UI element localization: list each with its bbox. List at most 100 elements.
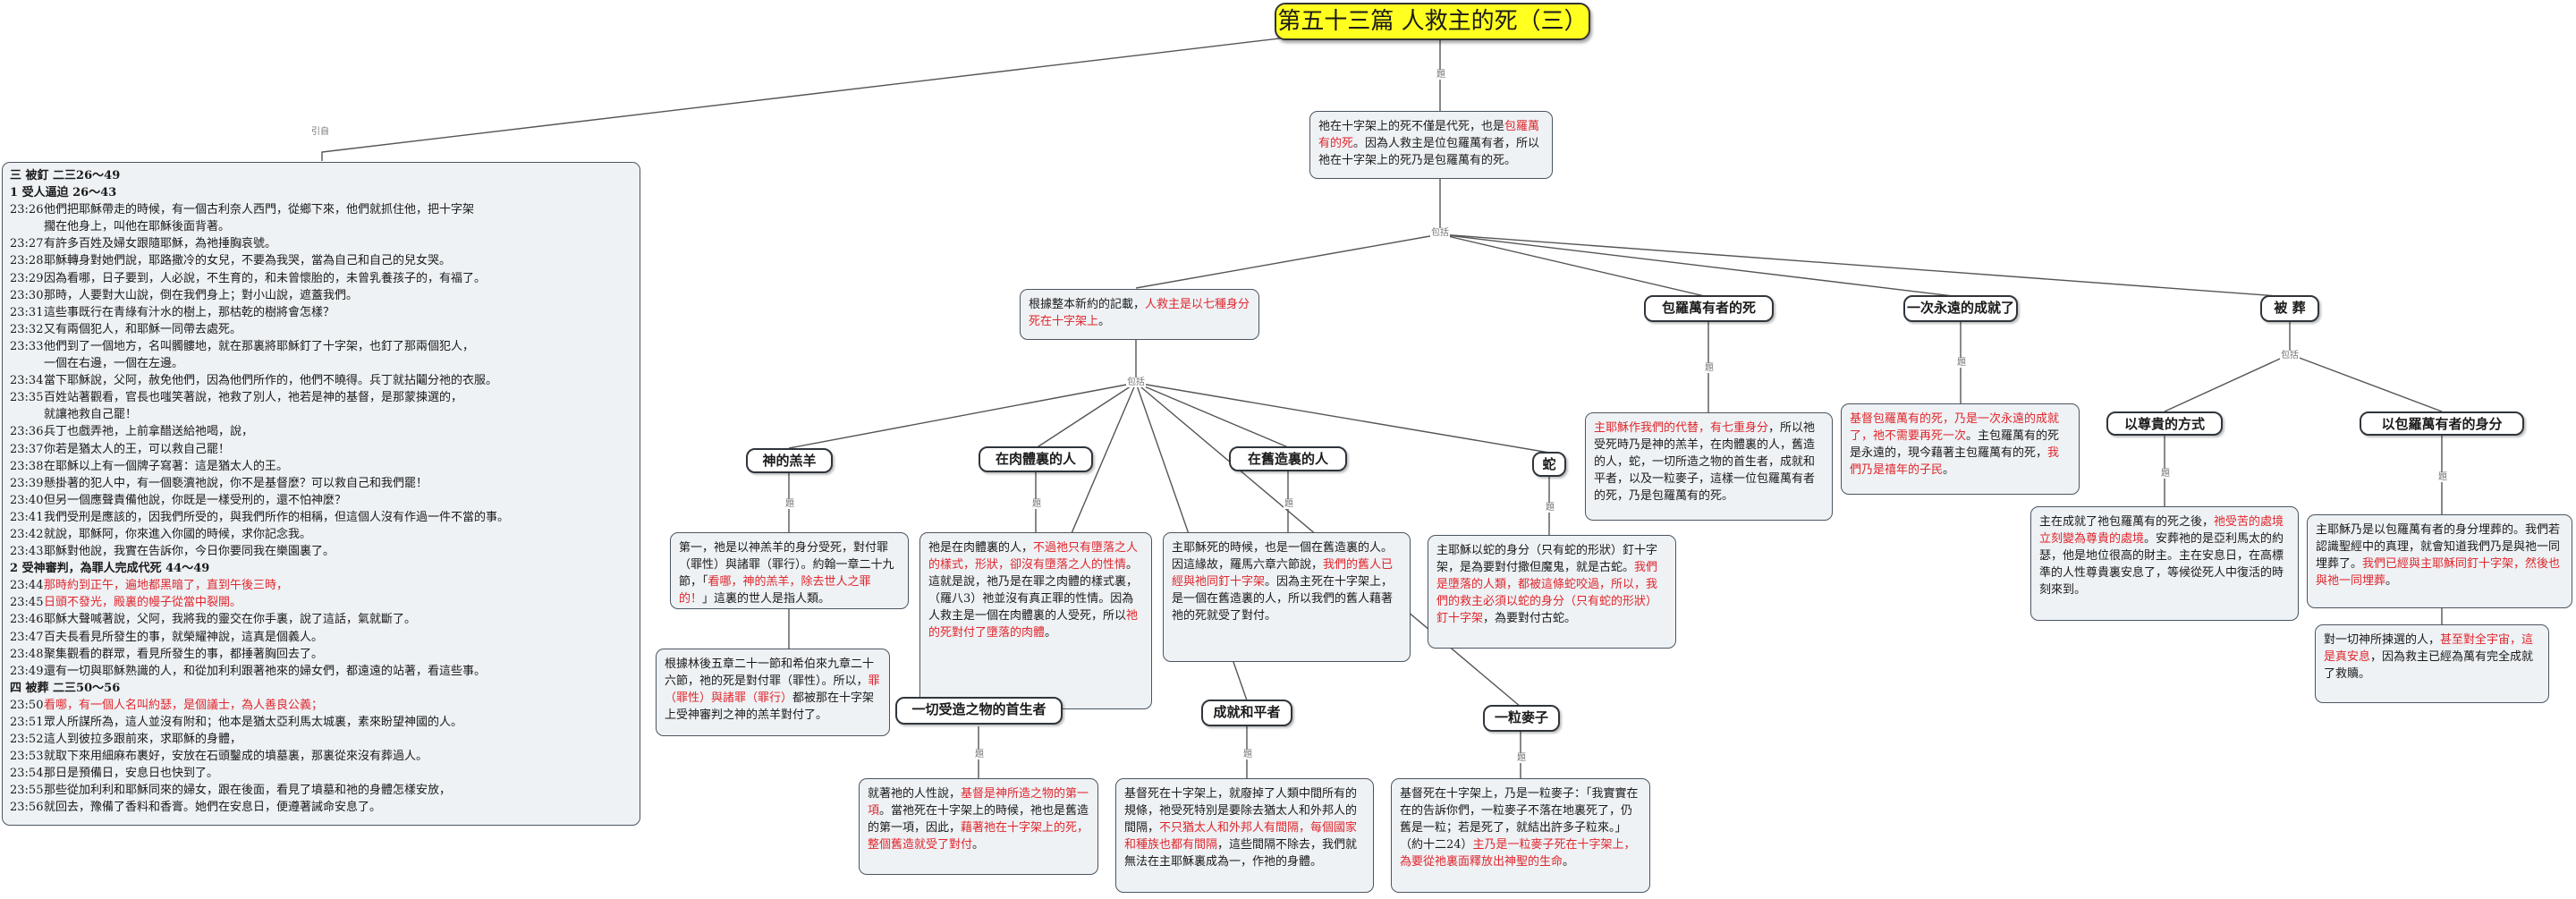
link-label-baokuo: 包括	[2280, 351, 2300, 360]
verse-number: 23:26	[10, 203, 44, 217]
topic-baoluo[interactable]: 包羅萬有者的死	[1644, 295, 1774, 322]
scripture-verse-line: 23:41我們受刑是應該的，因我們所受的，與我們所作的相稱，但這個人沒有作過一件…	[10, 509, 632, 526]
scripture-verse-line: 23:42就說，耶穌阿，你來進入你國的時候，求你記念我。	[10, 526, 632, 543]
verse-number: 23:54	[10, 767, 44, 781]
note-jiuzao[interactable]: 主耶穌死的時候，也是一個在舊造裏的人。因這緣故，羅馬六章六節說，我們的舊人已經與…	[1163, 532, 1411, 662]
verse-text: 這些事既行在青綠有汁水的樹上，那枯乾的樹將會怎樣？	[44, 305, 335, 319]
topic-shousheng[interactable]: 一切受造之物的首生者	[895, 697, 1063, 725]
verse-number: 23:34	[10, 374, 44, 388]
note-routi[interactable]: 祂是在肉體裏的人，不過祂只有墮落之人的樣式，形狀，卻沒有墮落之人的性情。這就是說…	[919, 532, 1152, 709]
topic-yici[interactable]: 一次永遠的成就了	[1903, 295, 2018, 322]
note-shenyang-2[interactable]: 根據林後五章二十一節和希伯來九章二十六節，祂的死是對付罪（罪性）。所以，罪（罪性…	[656, 649, 890, 736]
verse-number: 23:47	[10, 630, 44, 644]
scripture-verse-line: 23:47百夫長看見所發生的事，就榮耀神說，這真是個義人。	[10, 629, 632, 646]
link-label-ti: 題	[784, 499, 795, 509]
verse-text: 眾人所謀所為，這人並沒有附和；他本是猶太亞利馬太城裏，素來盼望神國的人。	[44, 716, 463, 729]
root-title[interactable]: 第五十三篇 人救主的死（三）	[1275, 3, 1590, 40]
verse-number: 23:36	[10, 425, 44, 439]
verse-number: 23:43	[10, 545, 44, 559]
verse-text: 就說，耶穌阿，你來進入你國的時候，求你記念我。	[44, 527, 312, 541]
link-label-baokuo: 包括	[1430, 228, 1450, 238]
topic-shenyang[interactable]: 神的羔羊	[746, 448, 833, 473]
verse-text: 那時約到正午，遍地都黑暗了，直到午後三時，	[44, 579, 289, 593]
link-label-ti: 題	[1031, 499, 1042, 509]
verse-text: 在耶穌以上有一個牌子寫著：這是猶太人的王。	[44, 459, 289, 473]
verse-number: 23:53	[10, 750, 44, 764]
scripture-verse-line: 23:51眾人所謀所為，這人並沒有附和；他本是猶太亞利馬太城裏，素來盼望神國的人…	[10, 714, 632, 731]
verse-text: 擱在他身上，叫他在耶穌後面背著。	[44, 220, 231, 234]
verse-text: 還有一切與耶穌熟識的人，和從加利利跟著祂來的婦女們，都遠遠的站著，看這些事。	[44, 664, 487, 678]
scripture-verse-line: 23:43耶穌對他說，我實在告訴你，今日你要同我在樂園裏了。	[10, 543, 632, 560]
topic-maizi[interactable]: 一粒麥子	[1483, 705, 1560, 732]
verse-text: 就取下來用細麻布裹好，安放在石頭鑿成的墳墓裏，那裏從來沒有葬過人。	[44, 750, 428, 764]
verse-text: 那些從加利利和耶穌同來的婦女，跟在後面，看見了墳墓和祂的身體怎樣安放，	[44, 784, 452, 798]
verse-text: 就回去，豫備了香料和香膏。她們在安息日，便遵著誡命安息了。	[44, 801, 382, 815]
topic-zungui[interactable]: 以尊貴的方式	[2106, 411, 2223, 436]
verse-text: 耶穌大聲喊著說，父阿，我將我的靈交在你手裏，說了這話，氣就斷了。	[44, 613, 417, 627]
scripture-verse-line: 擱在他身上，叫他在耶穌後面背著。	[10, 218, 632, 235]
verse-number: 23:32	[10, 322, 44, 336]
link-label-ti: 題	[974, 750, 985, 759]
scripture-verse-line: 23:37你若是猶太人的王，可以救自己罷！	[10, 441, 632, 458]
topic-chengji[interactable]: 成就和平者	[1201, 700, 1292, 726]
link-label-ti: 題	[1704, 363, 1715, 373]
verse-number: 23:40	[10, 493, 44, 507]
verse-number: 23:45	[10, 596, 44, 610]
verse-number: 23:48	[10, 647, 44, 661]
verse-text: 1 受人逼迫 26～43	[10, 186, 117, 200]
topic-she[interactable]: 蛇	[1532, 452, 1566, 477]
verse-text: 四 被葬 二三50～56	[10, 681, 121, 695]
verse-text: 兵丁也戲弄祂，上前拿醋送給祂喝，說，	[44, 425, 254, 439]
note-baoluo[interactable]: 主耶穌作我們的代替，有七重身分，所以祂受死時乃是神的羔羊，在肉體裏的人，舊造的人…	[1585, 412, 1833, 521]
topic-jiuzao[interactable]: 在舊造裏的人	[1229, 446, 1347, 471]
scripture-verse-line: 23:31這些事既行在青綠有汁水的樹上，那枯乾的樹將會怎樣？	[10, 304, 632, 321]
scripture-verse-line: 23:56就回去，豫備了香料和香膏。她們在安息日，便遵著誡命安息了。	[10, 799, 632, 816]
link-label-ti: 題	[2437, 472, 2448, 482]
link-label-yinzi: 引自	[310, 127, 330, 137]
scripture-verse-line: 23:40但另一個應聲責備他說，你既是一樣受刑的，還不怕神麼？	[10, 492, 632, 509]
scripture-verse-line: 23:53就取下來用細麻布裹好，安放在石頭鑿成的墳墓裏，那裏從來沒有葬過人。	[10, 748, 632, 765]
scripture-verse-line: 23:39懸掛著的犯人中，有一個褻瀆祂說，你不是基督麼？可以救自己和我們罷！	[10, 475, 632, 492]
verse-text: 他們把耶穌帶走的時候，有一個古利奈人西門，從鄉下來，他們就抓住他，把十字架	[44, 203, 475, 217]
verse-number: 23:39	[10, 476, 44, 490]
topic-routi[interactable]: 在肉體裏的人	[979, 446, 1093, 472]
verse-number: 23:49	[10, 664, 44, 678]
record-note[interactable]: 根據整本新約的記載，人救主是以七種身分死在十字架上。	[1020, 289, 1259, 340]
scripture-verse-line: 23:26他們把耶穌帶走的時候，有一個古利奈人西門，從鄉下來，他們就抓住他，把十…	[10, 201, 632, 218]
verse-text: 聚集觀看的群眾，看見所發生的事，都捶著胸回去了。	[44, 647, 324, 661]
note-chengji[interactable]: 基督死在十字架上，就廢掉了人類中間所有的規條，祂受死特別是要除去猶太人和外邦人的…	[1115, 778, 1374, 893]
link-label-ti: 題	[1242, 750, 1253, 759]
verse-text: 當下耶穌說，父阿，赦免他們，因為他們所作的，他們不曉得。兵丁就拈鬮分祂的衣服。	[44, 374, 498, 388]
verse-text: 但另一個應聲責備他說，你既是一樣受刑的，還不怕神麼？	[44, 493, 347, 507]
scripture-verse-line: 23:54那日是預備日，安息日也快到了。	[10, 765, 632, 782]
note-she[interactable]: 主耶穌以蛇的身分（只有蛇的形狀）釘十字架，是為要對付撒但魔鬼，就是古蛇。我們是墮…	[1428, 535, 1676, 649]
verse-number: 23:44	[10, 579, 44, 593]
verse-number: 23:37	[10, 442, 44, 456]
link-label-baokuo: 包括	[1126, 377, 1146, 387]
verse-number: 23:27	[10, 237, 44, 251]
scripture-verse-line: 23:32又有兩個犯人，和耶穌一同帶去處死。	[10, 321, 632, 338]
note-maizi[interactable]: 基督死在十字架上，乃是一粒麥子：「我實實在在的告訴你們，一粒麥子不落在地裏死了，…	[1391, 778, 1650, 893]
scripture-heading: 三 被釘 二三26～49	[10, 167, 632, 184]
scripture-verse-line: 23:35百姓站著觀看，官長也嗤笑著說，祂救了別人，祂若是神的基督，是那蒙揀選的…	[10, 389, 632, 406]
note-yiquan-2[interactable]: 對一切神所揀選的人，甚至對全宇宙，這是真安息，因為救主已經為萬有完全成就了救贖。	[2315, 624, 2549, 703]
note-shousheng[interactable]: 就著祂的人性說，基督是神所造之物的第一項。當祂死在十字架上的時候，祂也是舊造的第…	[859, 778, 1098, 875]
verse-text: 因為看哪，日子要到，人必說，不生育的，和未曾懷胎的，未曾乳養孩子的，有福了。	[44, 271, 487, 285]
scripture-verse-line: 23:50看哪，有一個人名叫約瑟，是個議士，為人善良公義；	[10, 697, 632, 714]
verse-number: 23:52	[10, 733, 44, 747]
scripture-verse-line: 23:27有許多百姓及婦女跟隨耶穌，為祂捶胸哀號。	[10, 235, 632, 252]
verse-number: 23:42	[10, 527, 44, 541]
topic-yiquan[interactable]: 以包羅萬有者的身分	[2360, 411, 2524, 436]
verse-number: 23:35	[10, 391, 44, 405]
topic-beizang[interactable]: 被 葬	[2260, 295, 2319, 322]
note-yici[interactable]: 基督包羅萬有的死，乃是一次永遠的成就了，祂不需要再死一次。主包羅萬有的死是永遠的…	[1841, 403, 2080, 495]
scripture-heading: 2 受神審判，為罪人完成代死 44～49	[10, 560, 632, 577]
note-shenyang-1[interactable]: 第一，祂是以神羔羊的身分受死，對付罪（罪性）與諸罪（罪行）。約翰一章二十九節，「…	[670, 532, 909, 609]
note-yiquan-1[interactable]: 主耶穌乃是以包羅萬有者的身分埋葬的。我們若認識聖經中的真理，就會知道我們乃是與祂…	[2307, 514, 2572, 608]
verse-text: 日頭不發光，殿裏的幔子從當中裂開。	[44, 596, 242, 610]
summary-note[interactable]: 祂在十字架上的死不僅是代死，也是包羅萬有的死。因為人救主是位包羅萬有者，所以祂在…	[1309, 111, 1553, 179]
link-label-ti: 題	[1545, 503, 1555, 513]
note-zungui[interactable]: 主在成就了祂包羅萬有的死之後，祂受苦的處境立刻變為尊貴的處境。安葬祂的是亞利馬太…	[2030, 506, 2299, 621]
